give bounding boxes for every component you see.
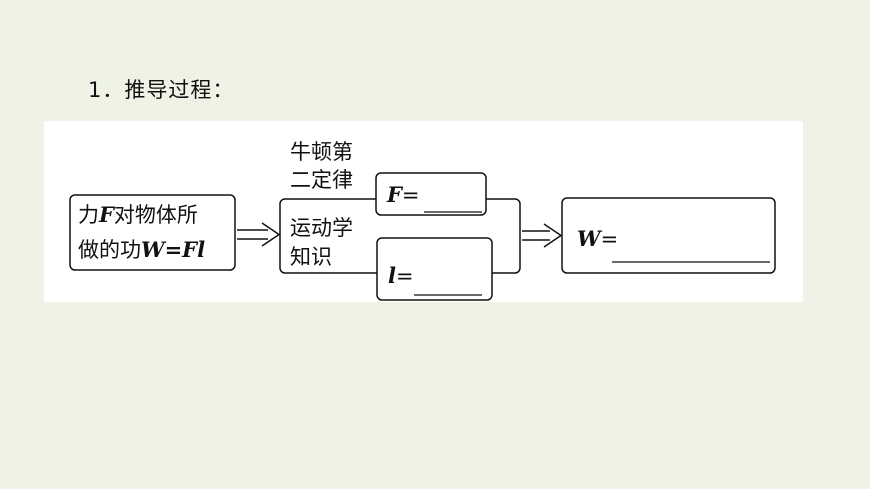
start-line-1-symbol: F [99,202,114,227]
start-line-2-a: 做的功 [78,238,141,262]
work-symbol: W [577,226,601,251]
force-symbol: F [387,182,402,207]
length-symbol: l [388,263,396,288]
newton-line-2: 二定律 [290,168,353,192]
double-arrow-2 [522,223,563,248]
box-start [69,194,236,271]
double-arrow-1 [237,222,281,247]
start-line-1-a: 力 [78,203,99,227]
work-equals: = [600,227,619,251]
box-length [376,237,493,301]
start-line-2: 做的功W=Fl [78,236,205,264]
box-force [375,172,487,216]
kinematics-line-1: 运动学 [290,216,353,240]
start-line-1: 力F对物体所 [78,201,198,229]
kinematics-line-2: 知识 [290,245,332,269]
force-label: F= [387,181,420,209]
start-line-1-b: 对物体所 [113,203,198,227]
work-label: W= [577,225,618,253]
force-equals: = [401,183,420,207]
heading: 1．推导过程： [88,78,235,102]
start-line-2-symbol: W=Fl [141,237,206,262]
newton-line-1: 牛顿第 [290,140,353,164]
length-label: l= [388,262,414,290]
length-equals: = [395,264,414,288]
